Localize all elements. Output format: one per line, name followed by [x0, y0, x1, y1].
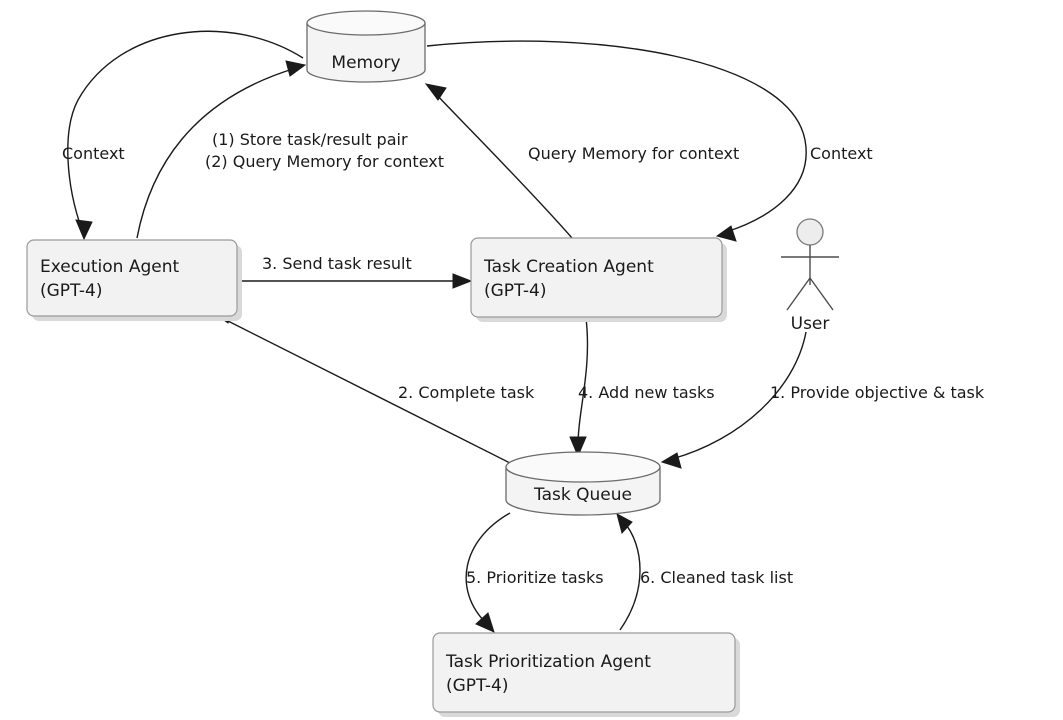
edge-context-right-path [426, 40, 807, 233]
edge-provide-objective [660, 331, 807, 469]
user-left-leg-line [786, 277, 811, 311]
edge-complete-task-path [225, 319, 513, 465]
edge-query-memory-creation-path [433, 91, 573, 239]
user-head-icon [796, 218, 824, 246]
edge-label-query-memory-creation: Query Memory for context [528, 144, 739, 163]
edge-cleaned-task-list [616, 513, 641, 631]
edge-label-provide-objective: 1. Provide objective & task [770, 383, 985, 402]
edge-prioritize-tasks-arrowhead [475, 612, 495, 633]
node-task-queue[interactable]: Task Queue [505, 451, 661, 516]
edge-cleaned-task-list-path [619, 521, 641, 631]
edge-label-prioritize-tasks: 5. Prioritize tasks [466, 568, 604, 587]
edge-query-memory-creation [424, 83, 573, 239]
edge-prioritize-tasks [465, 512, 511, 633]
edge-label-complete-task: 2. Complete task [398, 383, 535, 402]
execution-agent-title: Execution Agent [40, 257, 179, 277]
task-queue-cylinder-top [505, 451, 661, 483]
node-task-creation-agent[interactable]: Task Creation Agent (GPT-4) [470, 237, 727, 322]
edge-add-new-tasks-path [577, 317, 589, 447]
task-creation-agent-box [470, 237, 723, 318]
node-task-prioritization-agent[interactable]: Task Prioritization Agent (GPT-4) [432, 632, 740, 717]
edge-store-query-memory-arrowhead [285, 60, 307, 77]
task-prioritization-agent-title: Task Prioritization Agent [445, 652, 651, 672]
edge-send-task-result [238, 273, 473, 289]
edge-prioritize-tasks-path [465, 512, 511, 625]
edge-label-store-pair: (1) Store task/result pair [212, 130, 408, 149]
edge-label-add-new-tasks: 4. Add new tasks [578, 383, 715, 402]
edge-label-context-right: Context [810, 144, 873, 163]
user-label: User [791, 314, 830, 334]
edge-context-right-arrowhead [715, 225, 737, 242]
edge-context-left-path [67, 30, 304, 231]
memory-cylinder-body [306, 22, 426, 83]
task-creation-agent-model: (GPT-4) [484, 281, 546, 301]
edge-context-right [426, 40, 807, 242]
edge-provide-objective-path [671, 331, 807, 460]
edge-label-query-memory-exec: (2) Query Memory for context [205, 152, 444, 171]
edge-label-send-task-result: 3. Send task result [262, 254, 412, 273]
execution-agent-model: (GPT-4) [40, 281, 102, 301]
edge-context-left-arrowhead [75, 219, 93, 241]
edge-provide-objective-arrowhead [660, 452, 682, 469]
user-right-leg-line [809, 277, 834, 311]
edge-add-new-tasks [569, 317, 589, 458]
memory-cylinder-top [306, 10, 426, 36]
task-prioritization-agent-box [432, 632, 736, 713]
node-execution-agent[interactable]: Execution Agent (GPT-4) [26, 239, 242, 321]
node-memory[interactable]: Memory [306, 10, 426, 83]
edge-context-left [67, 30, 304, 241]
task-creation-agent-title: Task Creation Agent [483, 257, 654, 277]
edge-cleaned-task-list-arrowhead [616, 513, 633, 535]
task-queue-label: Task Queue [533, 485, 632, 505]
edge-label-context-left: Context [62, 144, 125, 163]
edge-add-new-tasks-arrowhead [569, 436, 587, 458]
edge-query-memory-creation-arrowhead [424, 83, 447, 101]
memory-label: Memory [331, 53, 400, 73]
edge-label-cleaned-task-list: 6. Cleaned task list [640, 568, 793, 587]
task-prioritization-agent-model: (GPT-4) [446, 676, 508, 696]
execution-agent-box [26, 239, 238, 317]
edge-store-query-memory [136, 60, 307, 239]
node-user-actor[interactable]: User [781, 218, 839, 334]
edge-store-query-memory-path [136, 67, 297, 239]
edge-send-task-result-arrowhead [452, 273, 473, 289]
